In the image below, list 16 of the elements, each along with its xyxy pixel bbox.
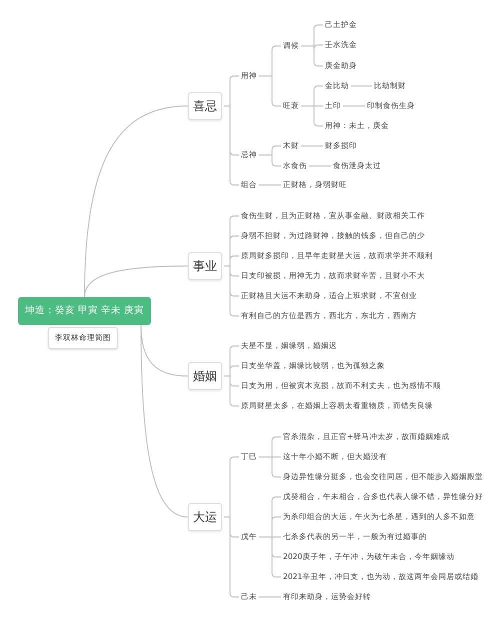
connector-line bbox=[224, 516, 240, 598]
connector-line bbox=[84, 266, 188, 298]
topic-box: 事业 bbox=[188, 252, 222, 280]
connector-line bbox=[84, 106, 188, 298]
connector-line bbox=[224, 376, 240, 406]
root-box: 坤造：癸亥 甲寅 辛未 庚寅 bbox=[18, 297, 152, 325]
connector-line bbox=[258, 76, 282, 106]
topic-box: 大运 bbox=[188, 503, 222, 531]
connector-line bbox=[258, 184, 282, 186]
connector-line bbox=[224, 106, 240, 186]
connector-line bbox=[224, 266, 240, 316]
connector-line bbox=[258, 596, 282, 598]
topic-box: 婚姻 bbox=[188, 362, 222, 390]
connector-line bbox=[140, 324, 188, 518]
topic-box: 喜忌 bbox=[188, 92, 222, 120]
connector-line bbox=[258, 536, 282, 578]
